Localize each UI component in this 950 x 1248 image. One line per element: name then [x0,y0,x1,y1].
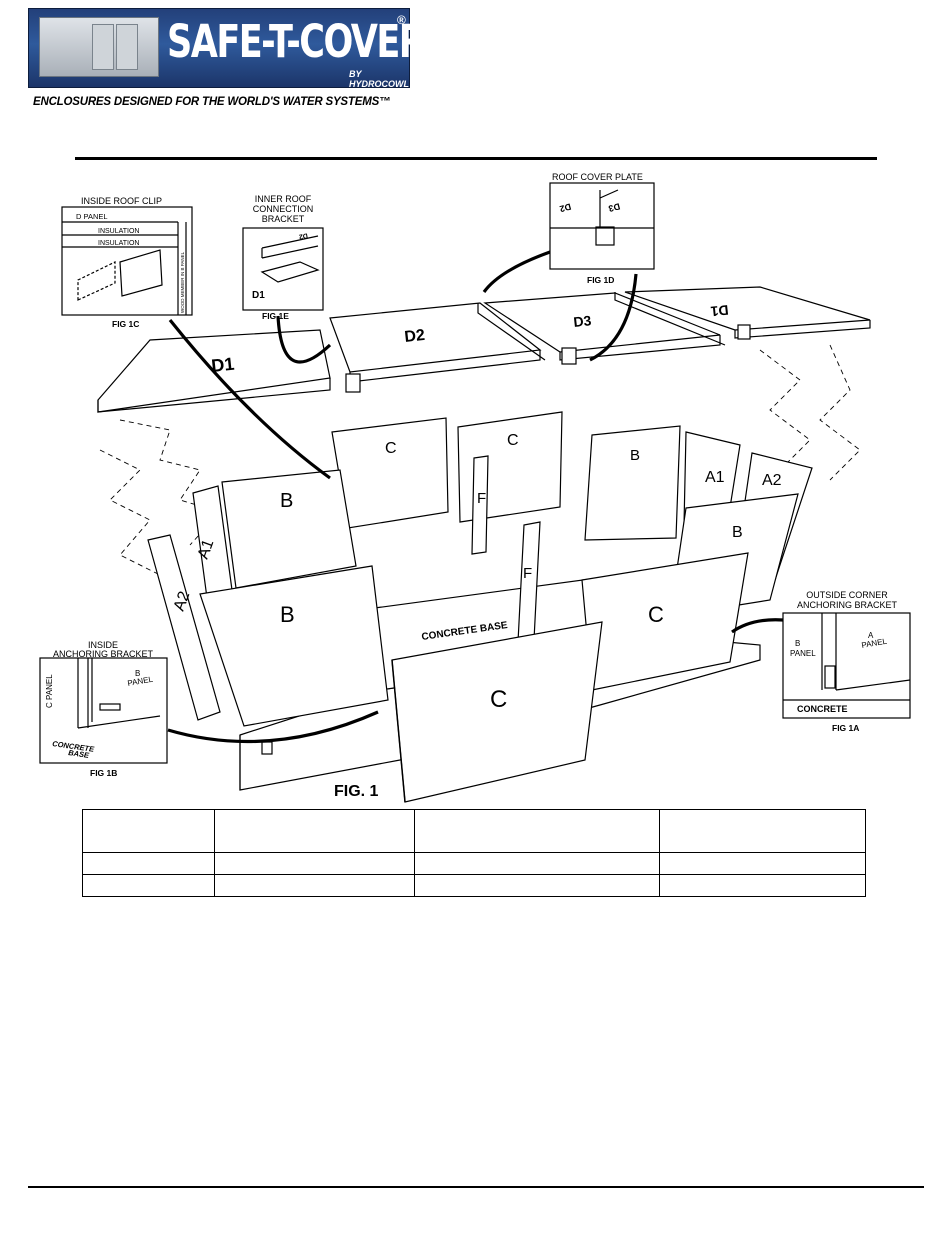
fig-1a-label-b: B [795,639,800,648]
fig-1b-title-line-2: ANCHORING BRACKET [53,649,154,659]
brand-tagline: ENCLOSURES DESIGNED FOR THE WORLD'S WATE… [33,96,391,108]
table-cell [213,809,415,853]
parts-table [82,809,866,897]
fig-1a-caption: FIG 1A [832,723,859,733]
inset-fig-1d [549,182,655,270]
table-cell [82,852,215,875]
fig-1e-title-line-2: CONNECTION [253,204,314,214]
table-cell [213,874,415,897]
fig-1b-title-line-1: INSIDE [88,640,118,650]
fig-1d-caption: FIG 1D [587,275,614,285]
footer-divider [28,1186,924,1188]
table-cell [213,852,415,875]
panel-label-a2-left: A2 [171,589,194,613]
table-cell [413,874,661,897]
panel-label-b-left-back: B [280,490,293,512]
table-cell [413,852,661,875]
front-c-panels [391,552,749,803]
panel-label-c-back-right: C [507,432,519,449]
inset-fig-1c [61,206,193,316]
panel-label-d1-alt: D1 [710,302,730,320]
brand-byline: BY HYDROCOWL [349,69,409,89]
f-posts [471,455,541,643]
fig-1a-title-line-2: ANCHORING BRACKET [797,600,898,610]
panel-label-a2-right: A2 [762,472,782,489]
panel-label-d2: D2 [404,327,426,346]
roof-panels [97,286,871,413]
enclosure-logo-image [39,17,159,77]
fig-1e-caption: FIG 1E [262,311,289,321]
table-row [82,874,866,897]
fig-1a-title-line-1: OUTSIDE CORNER [806,590,888,600]
panel-label-d1: D1 [210,354,235,376]
table-cell [659,809,866,853]
fig-1c-label-d-panel: D PANEL [76,212,108,221]
fig-1d-title: ROOF COVER PLATE [552,172,643,182]
fig-1c-label-insulation-2: INSULATION [98,240,140,247]
table-cell [413,809,661,853]
table-cell [82,809,215,853]
inset-fig-1a [782,612,911,719]
table-row [82,809,866,853]
header-divider [75,157,877,160]
fig-1d-label-d2: D2 [558,201,572,214]
fig-1e-label-d2: D2 [298,231,308,239]
fig-1c-label-insulation-1: INSULATION [98,228,140,235]
panel-label-c-back-left: C [385,440,397,457]
fig-1b-caption: FIG 1B [90,768,117,778]
callout-arrows [167,250,784,744]
assembly-drawing: D1 D2 D3 D1 C C B A1 A2 CONCRETE BASE B … [39,172,911,803]
back-wall-panels [331,411,813,581]
fig-1e-title-line-1: INNER ROOF [255,194,312,204]
brand-logo: SAFE-T-COVER ® BY HYDROCOWL [28,8,426,89]
panel-label-c-right: C [648,602,664,627]
fig-1b-label-panel: PANEL [127,675,154,688]
panel-label-c-front: C [490,686,507,713]
fig-1e-label-d1: D1 [252,290,265,301]
panel-label-a1-left: A1 [195,537,218,561]
panel-label-b-back: B [630,447,640,464]
registered-mark: ® [397,13,406,27]
figure-caption: FIG. 1 [334,783,379,800]
post-label-f-front: F [523,565,532,582]
table-cell [659,852,866,875]
fig-1c-label-wood-member: WOOD MEMBER IN B PANEL [180,251,185,313]
table-cell [659,874,866,897]
inset-fig-1e [242,227,324,311]
fig-1b-label-b: B [135,669,140,678]
fig-1c-caption: FIG 1C [112,319,139,329]
fig-1b-label-c-panel: C PANEL [45,674,54,708]
fig-1a-label-a-panel: PANEL [861,637,888,650]
left-wall-panels [147,469,389,727]
fig-1a-label-b-panel: PANEL [790,649,816,658]
brand-name: SAFE-T-COVER [167,15,426,68]
fig-1b-label-base: BASE [68,748,91,760]
post-label-f-back: F [477,490,486,507]
panel-label-d3: D3 [573,312,593,330]
table-cell [82,874,215,897]
fig-1a-label-a: A [868,631,874,640]
fig-1c-title: INSIDE ROOF CLIP [81,196,162,206]
fig-1e-title-line-3: BRACKET [262,214,305,224]
inset-fig-1b [39,657,168,764]
panel-label-b-right: B [732,524,743,541]
fig-1a-label-concrete: CONCRETE [797,704,848,714]
fig-1d-label-d3: D3 [607,201,621,214]
table-row [82,852,866,875]
panel-label-b-left-front: B [280,602,295,627]
panel-label-a1-right: A1 [705,469,725,486]
